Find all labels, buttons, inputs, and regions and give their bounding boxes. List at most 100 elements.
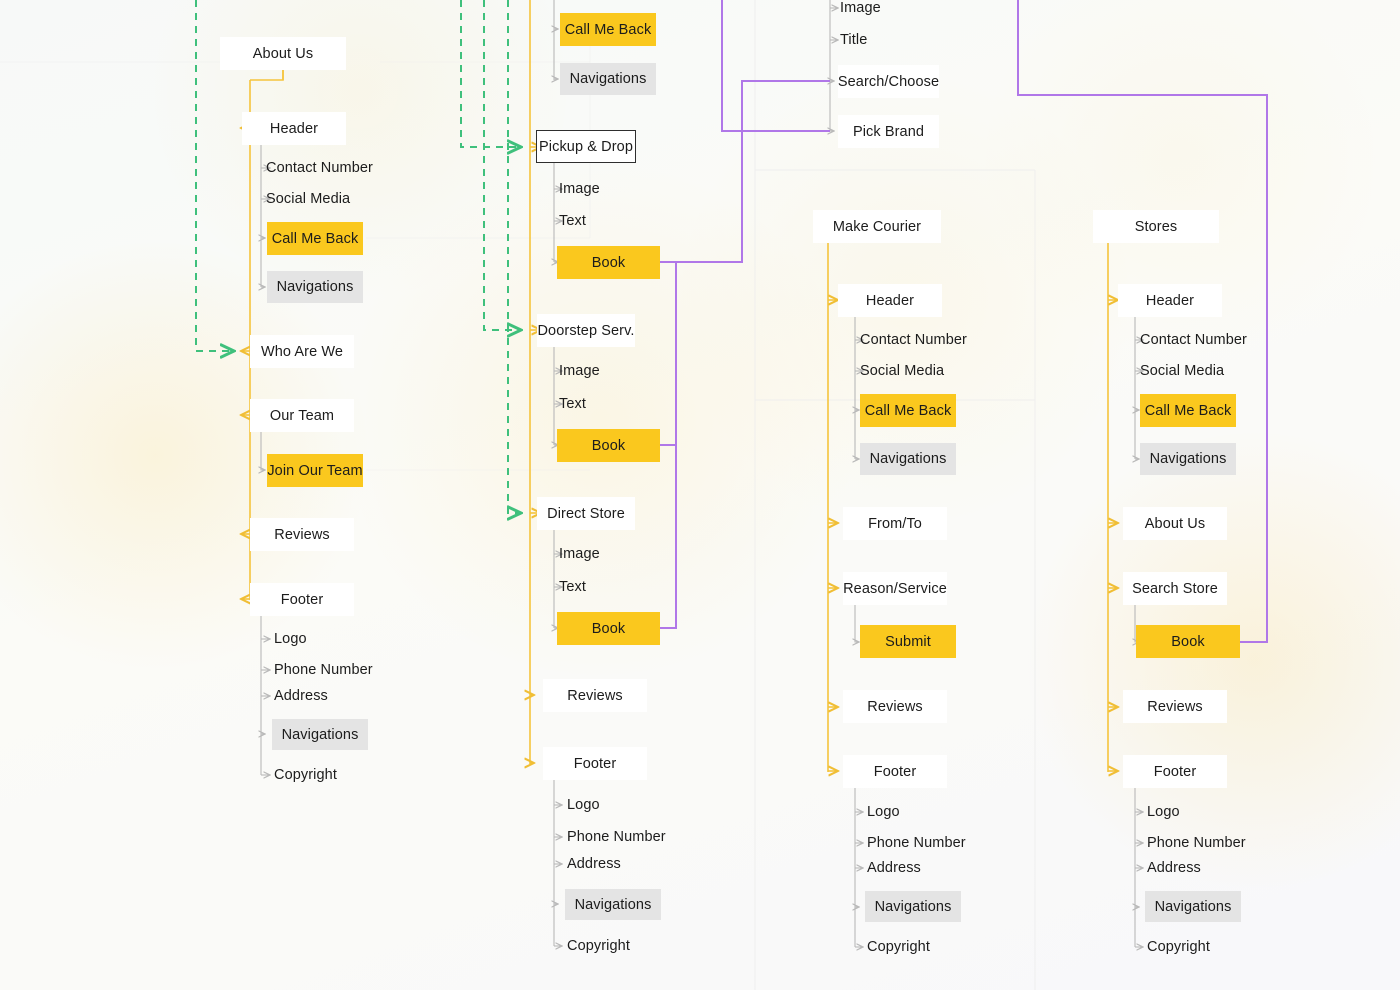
node-courier-social-media[interactable]: Social Media (858, 360, 998, 382)
node-courier-logo[interactable]: Logo (865, 801, 955, 823)
node-label: Phone Number (1147, 835, 1246, 851)
node-services-footer-navigations[interactable]: Navigations (565, 889, 661, 920)
node-pickup-book[interactable]: Book (557, 246, 660, 279)
node-pickup-and-drop[interactable]: Pickup & Drop (536, 130, 636, 163)
node-courier-header[interactable]: Header (838, 284, 942, 317)
node-label: Image (559, 181, 600, 197)
node-stores-social-media[interactable]: Social Media (1138, 360, 1278, 382)
node-stores-footer[interactable]: Footer (1123, 755, 1227, 788)
node-about-us-root[interactable]: About Us (220, 37, 346, 70)
node-courier-phone-number[interactable]: Phone Number (865, 832, 1005, 854)
node-label: Join Our Team (267, 462, 363, 479)
node-label: Copyright (867, 939, 930, 955)
node-doorstep-serv[interactable]: Doorstep Serv. (537, 314, 635, 347)
node-direct-book[interactable]: Book (557, 612, 660, 645)
node-doorstep-image[interactable]: Image (557, 360, 647, 382)
node-booking-image[interactable]: Image (838, 0, 928, 19)
node-label: Navigations (874, 898, 952, 915)
node-services-footer[interactable]: Footer (543, 747, 647, 780)
node-label: Navigations (281, 726, 359, 743)
node-courier-footer-navigations[interactable]: Navigations (865, 891, 961, 922)
node-booking-title[interactable]: Title (838, 29, 928, 51)
node-services-copyright[interactable]: Copyright (565, 935, 675, 957)
node-stores-root[interactable]: Stores (1093, 210, 1219, 243)
node-pick-brand[interactable]: Pick Brand (838, 115, 939, 148)
node-about-social-media[interactable]: Social Media (264, 188, 404, 210)
node-services-call-me-back[interactable]: Call Me Back (560, 13, 656, 46)
node-label: Contact Number (1140, 332, 1247, 348)
node-label: Text (559, 579, 586, 595)
node-label: Copyright (1147, 939, 1210, 955)
node-about-call-me-back[interactable]: Call Me Back (267, 222, 363, 255)
node-courier-address[interactable]: Address (865, 857, 975, 879)
node-stores-address[interactable]: Address (1145, 857, 1255, 879)
node-label: Header (865, 292, 915, 309)
node-label: Make Courier (832, 218, 922, 235)
node-services-logo[interactable]: Logo (565, 794, 655, 816)
node-label: Text (559, 396, 586, 412)
node-label: Footer (280, 591, 324, 608)
node-label: Book (591, 620, 626, 637)
node-services-phone-number[interactable]: Phone Number (565, 826, 705, 848)
node-direct-image[interactable]: Image (557, 543, 647, 565)
node-label: Logo (274, 631, 307, 647)
node-stores-logo[interactable]: Logo (1145, 801, 1235, 823)
node-label: Call Me Back (564, 21, 652, 38)
node-about-footer[interactable]: Footer (250, 583, 354, 616)
node-label: Title (840, 32, 868, 48)
node-label: Address (1147, 860, 1201, 876)
node-stores-book[interactable]: Book (1136, 625, 1240, 658)
node-pickup-text[interactable]: Text (557, 210, 647, 232)
node-about-copyright[interactable]: Copyright (272, 764, 382, 786)
node-stores-call-me-back[interactable]: Call Me Back (1140, 394, 1236, 427)
node-courier-reviews[interactable]: Reviews (843, 690, 947, 723)
node-who-are-we[interactable]: Who Are We (250, 335, 354, 368)
node-stores-navigations[interactable]: Navigations (1140, 443, 1236, 475)
node-label: Phone Number (867, 835, 966, 851)
node-about-reviews[interactable]: Reviews (250, 518, 354, 551)
node-services-address[interactable]: Address (565, 853, 675, 875)
node-label: Image (559, 546, 600, 562)
node-label: Footer (1153, 763, 1197, 780)
node-doorstep-text[interactable]: Text (557, 393, 647, 415)
node-make-courier-root[interactable]: Make Courier (813, 210, 941, 243)
node-stores-contact-number[interactable]: Contact Number (1138, 329, 1288, 351)
node-label: Reviews (274, 526, 330, 543)
node-label: Contact Number (266, 160, 373, 176)
node-stores-phone-number[interactable]: Phone Number (1145, 832, 1285, 854)
node-about-logo[interactable]: Logo (272, 628, 362, 650)
node-services-navigations[interactable]: Navigations (560, 63, 656, 95)
node-reason-service[interactable]: Reason/Service (843, 572, 947, 605)
node-join-our-team[interactable]: Join Our Team (267, 454, 363, 487)
node-stores-about-us[interactable]: About Us (1123, 507, 1227, 540)
node-search-choose[interactable]: Search/Choose (838, 65, 939, 98)
node-from-to[interactable]: From/To (843, 507, 947, 540)
node-about-address[interactable]: Address (272, 685, 382, 707)
node-label: Call Me Back (271, 230, 359, 247)
node-about-footer-navigations[interactable]: Navigations (272, 719, 368, 750)
node-label: From/To (868, 515, 922, 532)
node-courier-submit[interactable]: Submit (860, 625, 956, 658)
node-stores-copyright[interactable]: Copyright (1145, 936, 1255, 958)
node-services-reviews[interactable]: Reviews (543, 679, 647, 712)
node-courier-footer[interactable]: Footer (843, 755, 947, 788)
node-doorstep-book[interactable]: Book (557, 429, 660, 462)
node-about-phone-number[interactable]: Phone Number (272, 659, 412, 681)
node-stores-header[interactable]: Header (1118, 284, 1222, 317)
node-about-contact-number[interactable]: Contact Number (264, 157, 414, 179)
node-courier-copyright[interactable]: Copyright (865, 936, 975, 958)
node-courier-navigations[interactable]: Navigations (860, 443, 956, 475)
node-direct-store[interactable]: Direct Store (537, 497, 635, 530)
node-our-team[interactable]: Our Team (250, 399, 354, 432)
node-courier-call-me-back[interactable]: Call Me Back (860, 394, 956, 427)
node-search-store[interactable]: Search Store (1123, 572, 1227, 605)
node-about-header[interactable]: Header (242, 112, 346, 145)
node-about-navigations[interactable]: Navigations (267, 271, 363, 303)
node-pickup-image[interactable]: Image (557, 178, 647, 200)
node-courier-contact-number[interactable]: Contact Number (858, 329, 1008, 351)
node-label: Navigations (1149, 451, 1227, 467)
node-stores-footer-navigations[interactable]: Navigations (1145, 891, 1241, 922)
node-stores-reviews[interactable]: Reviews (1123, 690, 1227, 723)
node-label: Doorstep Serv. (537, 322, 635, 339)
node-direct-text[interactable]: Text (557, 576, 647, 598)
